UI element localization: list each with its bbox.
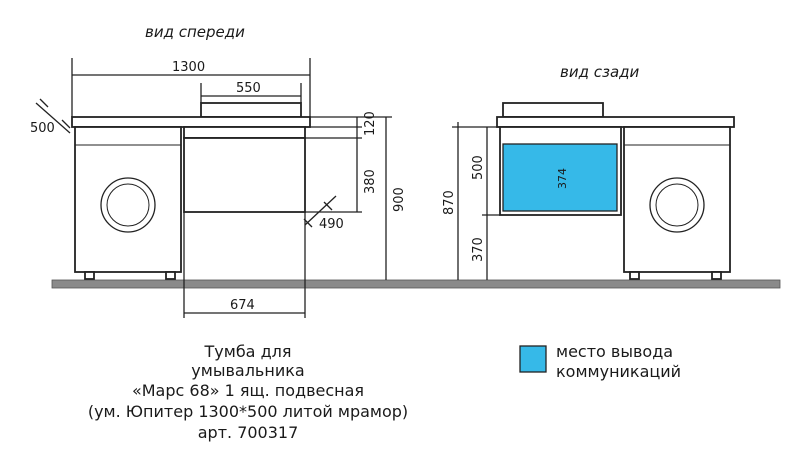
front-washer-housing [74, 126, 182, 273]
washer-door-outer [100, 177, 156, 233]
outlet-zone [502, 143, 618, 212]
back-view-title: вид сзади [560, 63, 640, 81]
front-view-title: вид спереди [145, 23, 245, 41]
back-washer-door-outer [649, 177, 705, 233]
back-basin [502, 102, 604, 118]
caption-line5: арт. 700317 [198, 423, 299, 442]
dim-cabinet-depth: 490 [319, 217, 344, 232]
back-washer-foot-right [711, 271, 722, 280]
legend-label-line2: коммуникаций [556, 362, 681, 381]
dim-top-thickness: 120 [363, 111, 378, 136]
front-view: вид спереди 1300 550 500 [30, 23, 407, 318]
dim-width-total: 1300 [172, 60, 205, 75]
back-washer-housing [623, 126, 731, 273]
back-view: вид сзади 374 870 500 370 [442, 63, 735, 280]
front-washer-foot-right [165, 271, 176, 280]
caption-line1: Тумба для [204, 342, 292, 361]
dim-back-upper: 500 [471, 155, 486, 180]
caption-line4: (ум. Юпитер 1300*500 литой мрамор) [88, 402, 408, 421]
dim-outlet-width: 374 [556, 168, 569, 189]
back-washer-door-inner [655, 183, 699, 227]
dim-back-height: 870 [442, 190, 457, 215]
caption: Тумба для умывальника «Марс 68» 1 ящ. по… [88, 342, 408, 442]
front-washer-foot-left [84, 271, 95, 280]
front-cabinet-drawer [183, 137, 306, 213]
dim-cabinet-width: 674 [230, 298, 255, 313]
dim-basin-width: 550 [236, 81, 261, 96]
front-countertop [71, 116, 311, 128]
caption-line2: умывальника [191, 361, 304, 380]
dim-back-lower: 370 [471, 237, 486, 262]
floor-line [51, 279, 781, 289]
dim-drawer-height: 380 [363, 169, 378, 194]
caption-line3: «Марс 68» 1 ящ. подвесная [132, 381, 364, 400]
back-washer-foot-left [629, 271, 640, 280]
dim-depth: 500 [30, 121, 55, 136]
front-cabinet-panel [183, 126, 306, 139]
back-countertop [496, 116, 735, 128]
front-basin [200, 102, 302, 118]
legend-label-line1: место вывода [556, 342, 673, 361]
washer-door-inner [106, 183, 150, 227]
dim-height-total: 900 [392, 187, 407, 212]
legend-swatch [519, 345, 547, 373]
legend: место вывода коммуникаций [519, 342, 681, 381]
